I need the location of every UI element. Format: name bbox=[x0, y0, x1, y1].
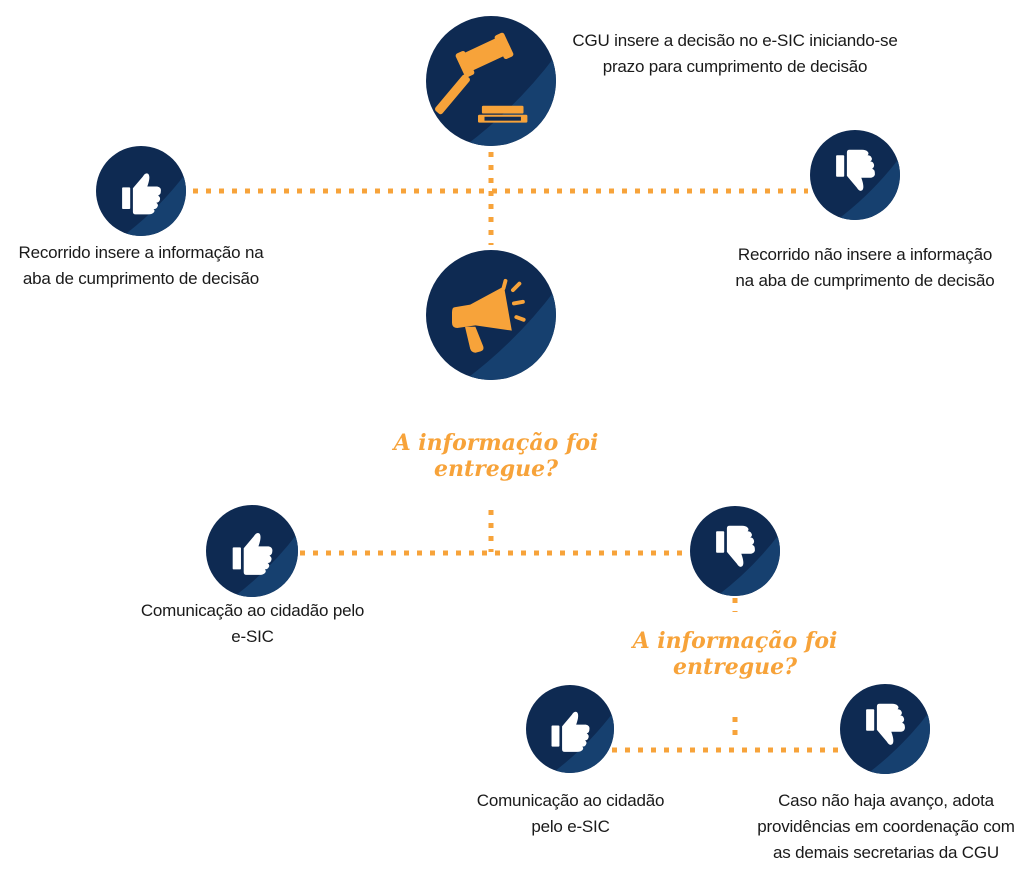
gavel-node bbox=[426, 16, 556, 146]
low-right-node bbox=[840, 684, 930, 774]
thumbs-down-icon bbox=[716, 525, 755, 567]
top-right-node bbox=[810, 130, 900, 220]
mid-left-label: Comunicação ao cidadão pelo e-SIC bbox=[140, 601, 365, 646]
megaphone-icon bbox=[452, 278, 526, 353]
low-left-label: Comunicação ao cidadão pelo e-SIC bbox=[476, 791, 665, 836]
gavel-label: CGU insere a decisão no e-SIC iniciando-… bbox=[572, 31, 898, 76]
thumbs-down-icon bbox=[836, 149, 875, 191]
low-right-label: Caso não haja avanço, adota providências… bbox=[757, 791, 1015, 862]
mid-right-node bbox=[690, 506, 780, 596]
question-one: A informação foi entregue? bbox=[393, 430, 599, 482]
low-left-node bbox=[526, 685, 614, 773]
thumbs-up-icon bbox=[551, 711, 590, 752]
thumbs-up-icon bbox=[122, 173, 161, 215]
thumbs-up-icon bbox=[232, 532, 273, 575]
top-left-label: Recorrido insere a informação na aba de … bbox=[18, 243, 264, 288]
question-two: A informação foi entregue? bbox=[632, 628, 838, 680]
mid-left-node bbox=[206, 505, 298, 597]
megaphone-node bbox=[426, 250, 556, 380]
thumbs-down-icon bbox=[866, 703, 905, 745]
top-right-label: Recorrido não insere a informação na aba… bbox=[735, 245, 995, 290]
top-left-node bbox=[96, 146, 186, 236]
gavel-icon bbox=[435, 32, 528, 123]
